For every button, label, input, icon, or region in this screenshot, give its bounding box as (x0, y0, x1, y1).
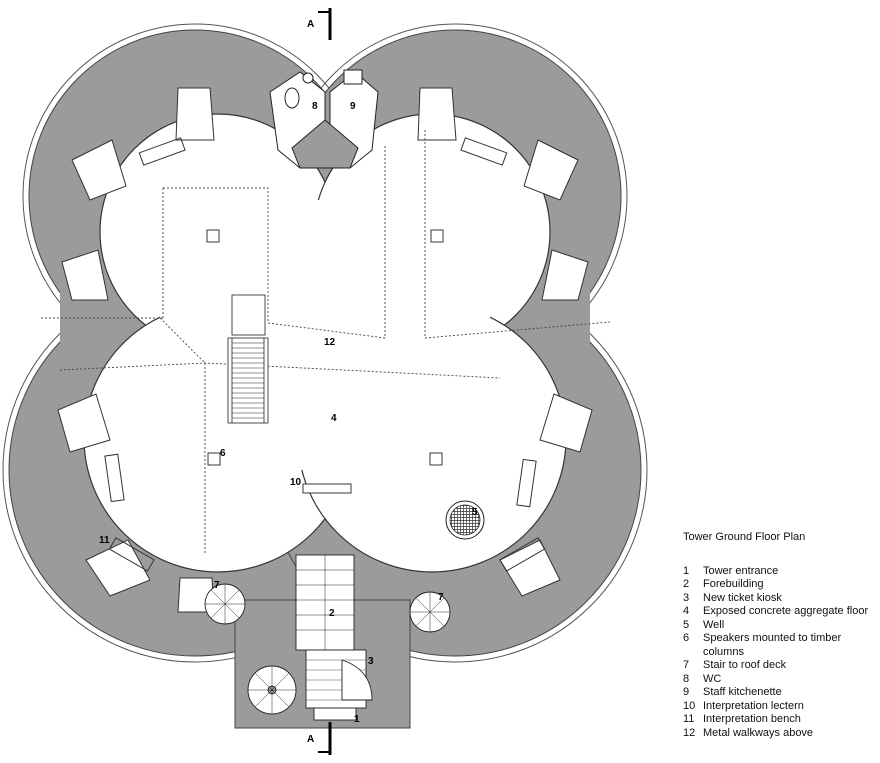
legend-text: Stair to roof deck (703, 659, 787, 671)
wall-niches (57, 87, 593, 613)
legend-num: 12 (683, 726, 696, 739)
legend-text: Forebuilding (703, 578, 764, 590)
legend-item: 11 Interpretation bench (683, 713, 878, 727)
legend-num: 6 (683, 632, 690, 644)
legend-text: Interpretation bench (703, 713, 801, 725)
label-9: 9 (350, 101, 356, 112)
well (445, 500, 485, 540)
label-7a: 7 (214, 580, 220, 591)
legend-text: Staff kitchenette (703, 686, 782, 698)
label-3: 3 (368, 656, 374, 667)
legend-text: Interpretation lectern (703, 699, 804, 712)
legend-item: 2 Forebuilding (683, 578, 878, 592)
section-marker-top: A (307, 8, 332, 40)
label-4: 4 (331, 413, 337, 424)
label-2: 2 (329, 608, 335, 619)
legend-text: New ticket kiosk (703, 591, 782, 604)
label-12: 12 (324, 337, 336, 348)
legend-num: 9 (683, 686, 690, 698)
floor-plan-drawing: A A 1 2 3 4 5 6 7 7 8 9 10 11 12 (2, 8, 648, 755)
legend-text: WC (703, 672, 722, 685)
legend-text: Well (703, 618, 725, 631)
legend-num: 10 (683, 699, 696, 712)
label-6: 6 (220, 448, 226, 459)
legend-item: 6 Speakers mounted to timber columns (683, 632, 878, 659)
plan-labels: 1 2 3 4 5 6 7 7 8 9 10 11 12 (99, 101, 478, 725)
legend-item: 10 Interpretation lectern (683, 700, 878, 714)
label-1: 1 (354, 714, 360, 725)
central-stair (227, 294, 269, 424)
legend-item: 12 Metal walkways above (683, 727, 878, 741)
legend-title: Tower Ground Floor Plan (683, 531, 806, 543)
legend-num: 5 (683, 618, 690, 631)
legend-item: 9 Staff kitchenette (683, 686, 878, 700)
legend-text: Exposed concrete aggregate floor (703, 605, 869, 617)
speaker-columns (206, 229, 444, 466)
legend-item: 4 Exposed concrete aggregate floor (683, 605, 878, 619)
label-8: 8 (312, 101, 318, 112)
legend-text: Tower entrance (703, 564, 779, 577)
forebuilding (295, 554, 373, 721)
section-marker-bottom: A (307, 722, 332, 755)
legend-num: 8 (683, 672, 690, 685)
legend-num: 3 (683, 591, 690, 604)
legend-item: 8 WC (683, 673, 878, 687)
legend-text: Metal walkways above (703, 726, 814, 739)
legend-item: 5 Well (683, 619, 878, 633)
legend-num: 2 (683, 578, 690, 590)
legend-text: Speakers mounted to timber columns (703, 632, 842, 658)
section-label-top: A (307, 19, 314, 30)
legend-list: 1 Tower entrance 2 Forebuilding 3 New ticke… (683, 565, 878, 741)
metal-walkways (40, 130, 611, 555)
label-5: 5 (472, 507, 478, 518)
legend-item: 7 Stair to roof deck (683, 659, 878, 673)
label-7b: 7 (438, 592, 444, 603)
interpretation-lectern (302, 483, 352, 494)
section-label-bottom: A (307, 734, 314, 745)
plan-legend: Tower Ground Floor Plan 1 Tower entrance … (683, 531, 878, 740)
spiral-stairs (204, 583, 451, 715)
legend-num: 7 (683, 659, 690, 671)
north-block (269, 69, 379, 169)
label-11: 11 (99, 535, 110, 546)
benches (104, 137, 546, 572)
legend-num: 11 (683, 713, 695, 725)
legend-num: 1 (683, 564, 690, 577)
label-10: 10 (290, 477, 302, 488)
legend-item: 3 New ticket kiosk (683, 592, 878, 606)
legend-num: 4 (683, 605, 690, 617)
legend-item: 1 Tower entrance (683, 565, 878, 579)
